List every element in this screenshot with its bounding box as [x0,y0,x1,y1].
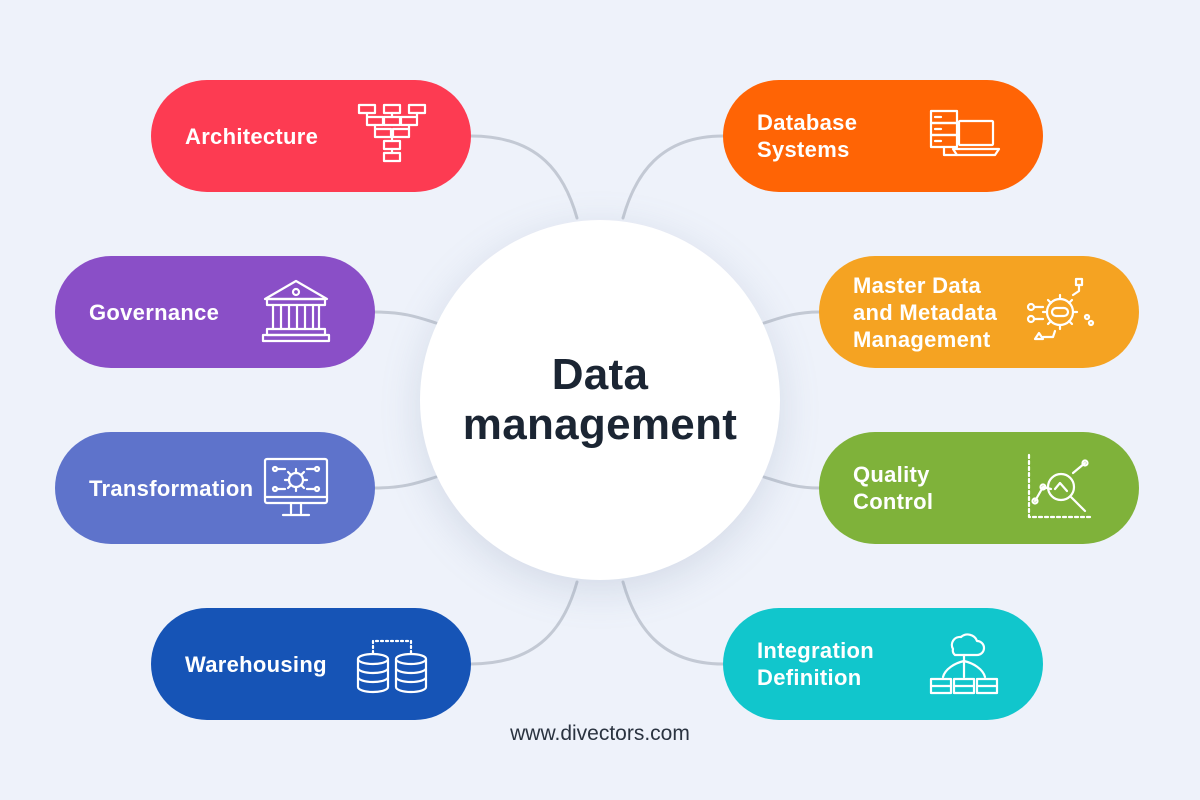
node-quality-control: Quality Control [819,432,1139,544]
node-integration-definition: Integration Definition [723,608,1043,720]
database-cylinders-icon [353,625,431,703]
node-warehousing-label: Warehousing [185,651,327,677]
chart-magnifier-icon [1021,449,1099,527]
connector-quality [762,475,821,490]
hierarchy-icon [353,97,431,175]
node-transformation: Transformation [55,432,375,544]
center-node: Data management [420,220,780,580]
node-warehousing: Warehousing [151,608,471,720]
connector-master [762,310,821,325]
center-title: Data management [462,350,738,449]
node-integration-definition-label: Integration Definition [757,638,874,690]
monitor-gear-icon [257,449,335,527]
connector-transformation [373,475,438,490]
node-master-data: Master Data and Metadata Management [819,256,1139,368]
gear-network-icon [1021,273,1099,351]
node-database-systems-label: Database Systems [757,110,858,162]
node-transformation-label: Transformation [89,475,254,501]
node-governance: Governance [55,256,375,368]
connector-architecture [469,134,579,220]
cloud-storage-icon [925,625,1003,703]
node-architecture: Architecture [151,80,471,192]
server-laptop-icon [925,97,1003,175]
connector-integration [621,580,725,666]
institution-building-icon [257,273,335,351]
connector-database [621,134,725,220]
connector-warehousing [469,580,579,666]
node-quality-control-label: Quality Control [853,462,934,514]
node-governance-label: Governance [89,299,220,325]
node-master-data-label: Master Data and Metadata Management [853,272,998,352]
footer-website: www.divectors.com [510,722,690,745]
node-database-systems: Database Systems [723,80,1043,192]
node-architecture-label: Architecture [185,123,319,149]
connector-governance [373,310,438,325]
